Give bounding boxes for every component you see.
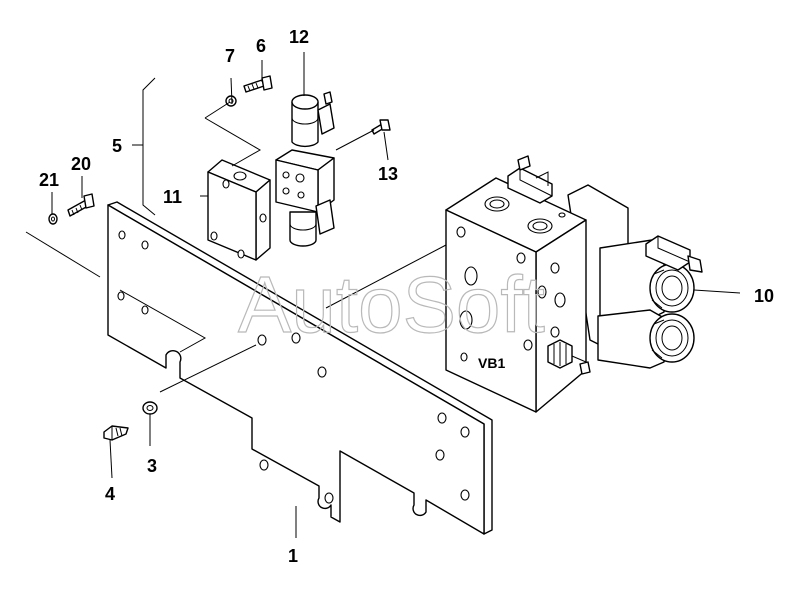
callout-13: 13 [378,164,398,184]
valve-block-vb1: VB1 [445,155,703,413]
callout-5: 5 [112,136,122,156]
callout-12: 12 [289,27,309,47]
watermark: AutoSoft [238,260,545,349]
mounting-plate [107,201,493,535]
callout-1: 1 [288,546,298,566]
solenoid-valve [275,91,335,247]
nut-7 [225,95,237,107]
callout-11: 11 [163,187,182,207]
manifold-block [207,159,271,261]
callout-3: 3 [147,456,157,476]
screw-4 [103,425,129,441]
callout-20: 20 [71,154,91,174]
callout-7: 7 [225,46,235,66]
screw-6 [243,75,273,93]
block-label: VB1 [478,355,505,371]
callout-6: 6 [256,36,266,56]
leader-lines [25,52,741,538]
callout-10: 10 [754,286,774,306]
screw-20 [67,193,95,217]
screw-13 [371,119,391,135]
callout-4: 4 [105,484,115,504]
callout-21: 21 [39,170,59,190]
washer-3 [142,401,158,415]
washer-21 [48,213,58,225]
